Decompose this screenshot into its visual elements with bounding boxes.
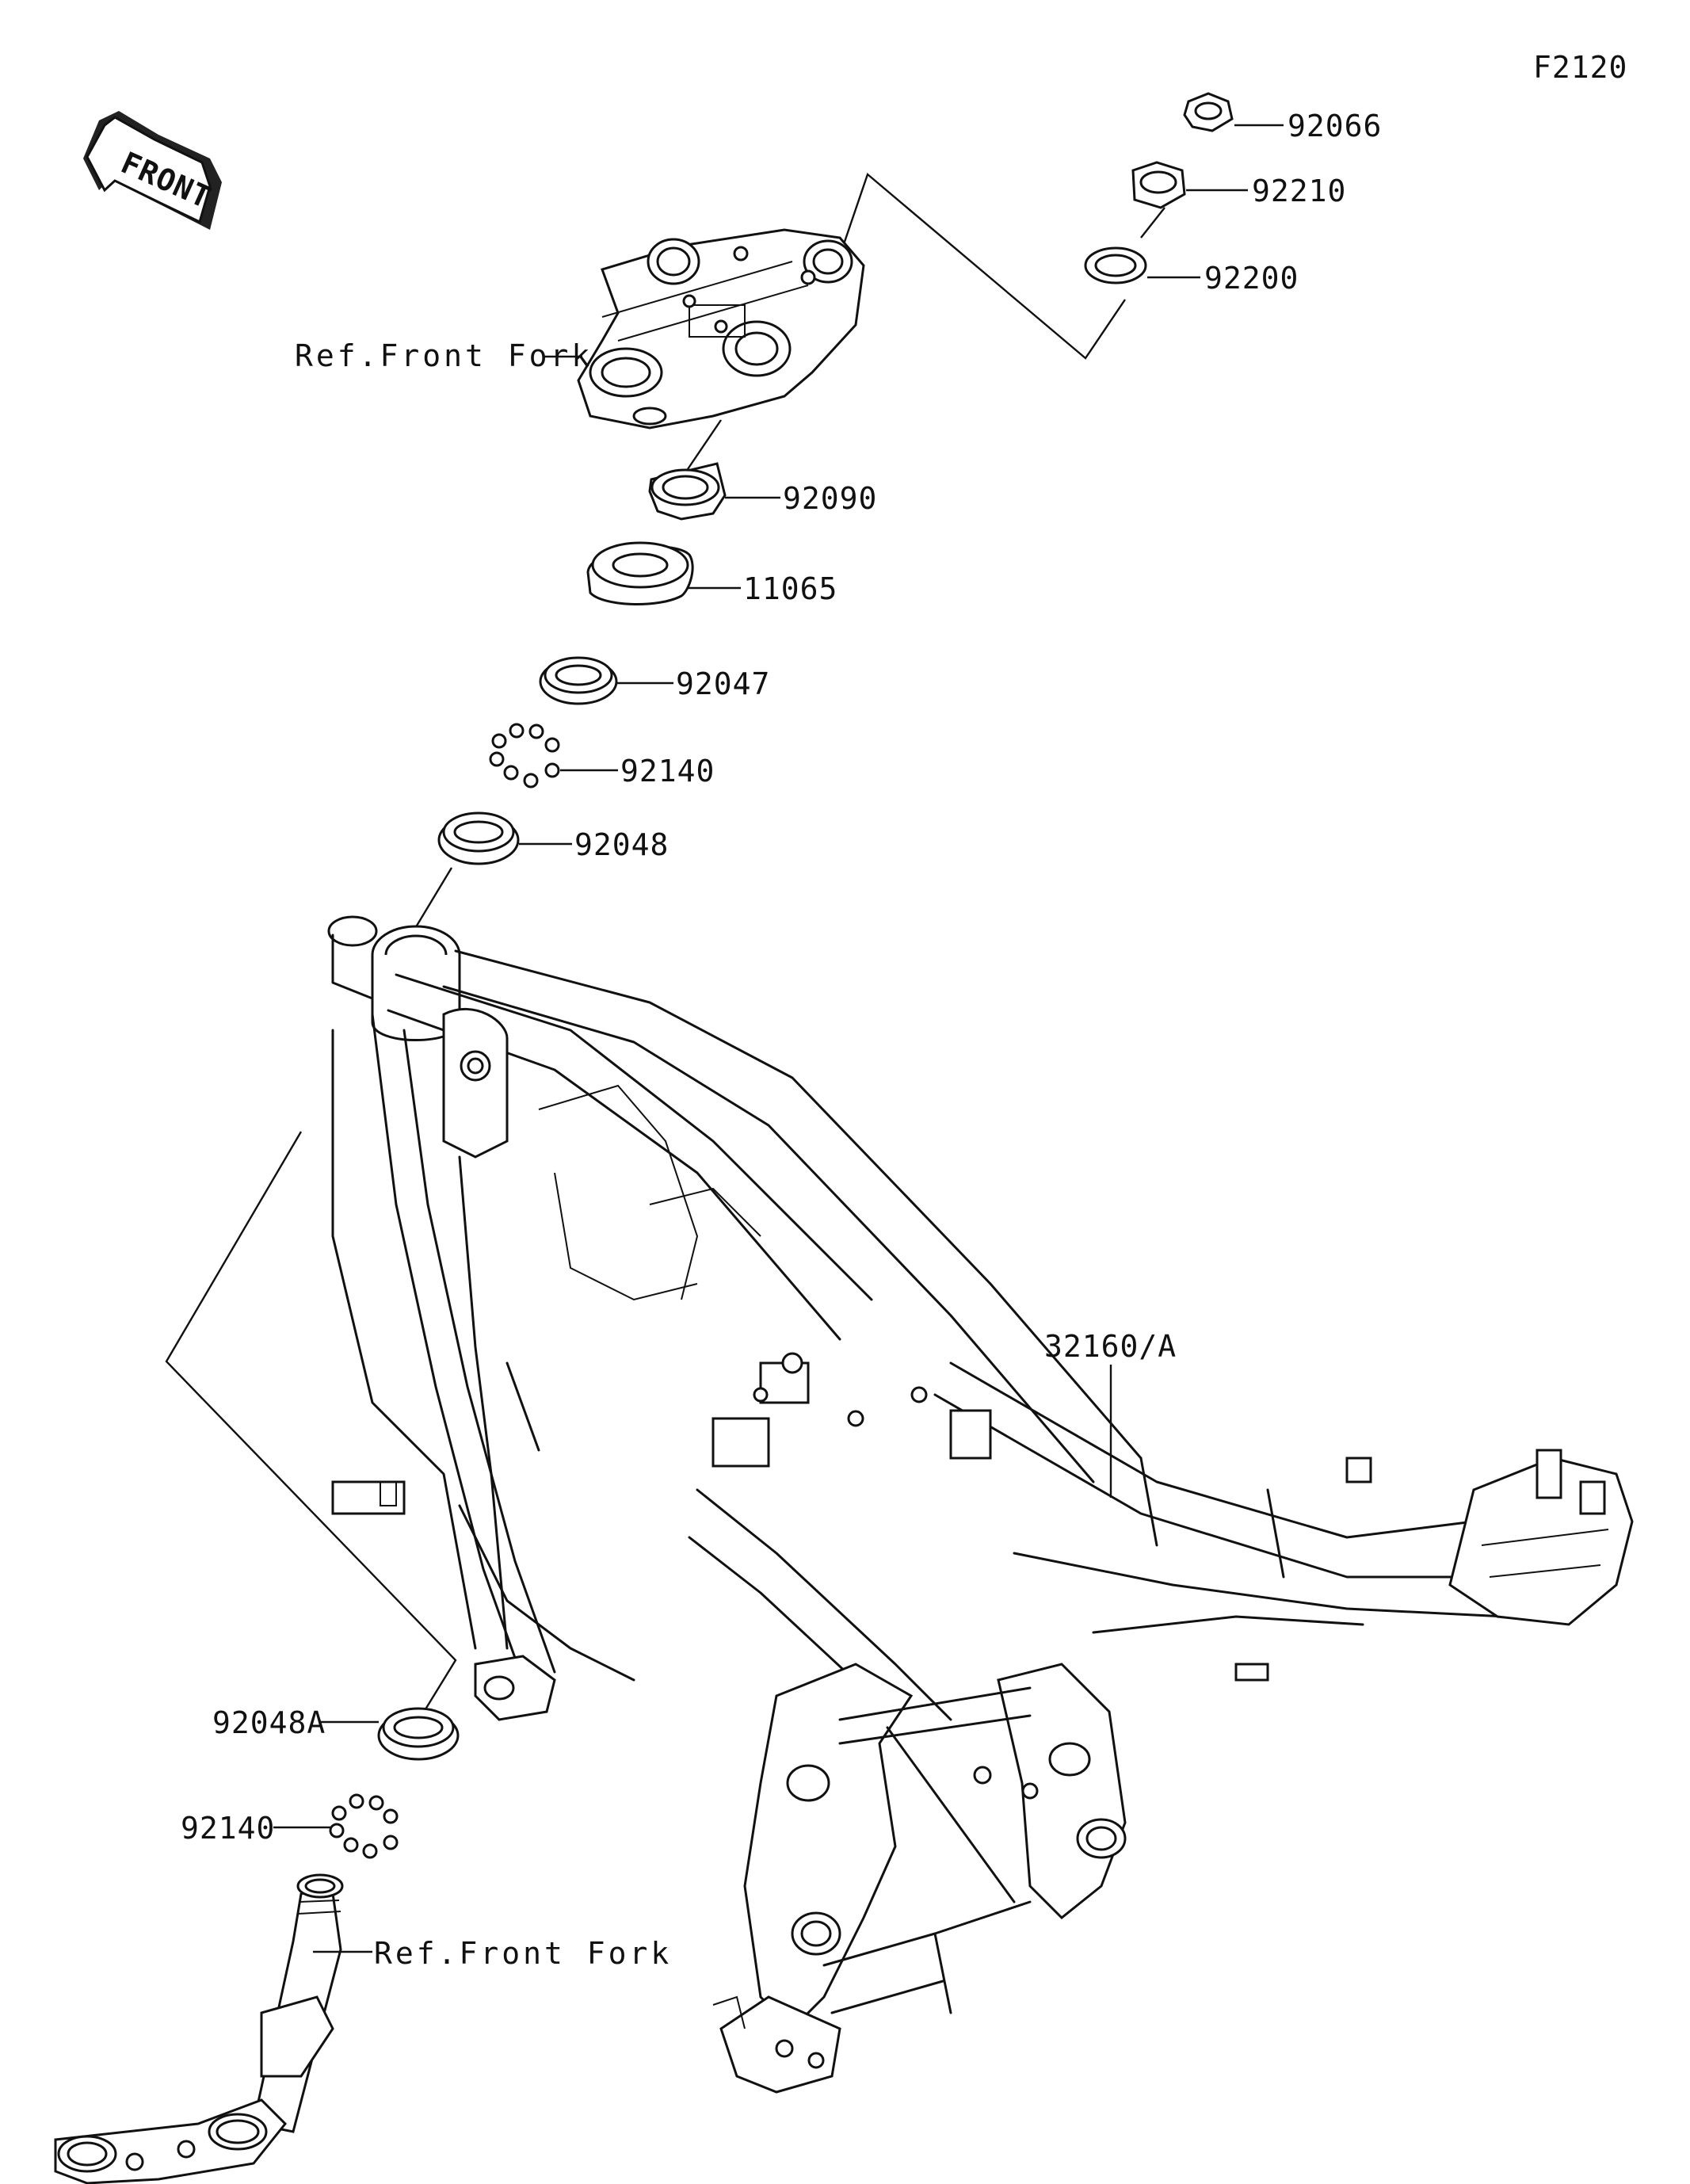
part-92090-nut: [648, 462, 727, 521]
label-11065: 11065: [743, 571, 837, 606]
label-32160A: 32160/A: [1044, 1329, 1177, 1364]
part-92047-race: [539, 656, 618, 705]
label-92140-lower: 92140: [181, 1811, 275, 1846]
part-92048A-race: [377, 1707, 460, 1761]
part-11065-cap: [586, 541, 694, 605]
label-92210: 92210: [1252, 174, 1346, 208]
part-92200-washer: [1084, 246, 1147, 284]
front-direction-arrow-icon: FRONT: [83, 111, 222, 230]
figure-code: F2120: [1533, 50, 1627, 85]
assembly-guide-head: [410, 867, 453, 934]
part-92140-balls-upper: [489, 723, 560, 788]
main-frame-32160A: [327, 915, 1634, 2094]
label-ref-front-fork-upper: Ref.Front Fork: [295, 338, 593, 373]
label-92200: 92200: [1204, 261, 1299, 296]
part-92066-nut: [1183, 92, 1234, 132]
label-92066: 92066: [1288, 109, 1382, 143]
label-92047: 92047: [676, 666, 770, 701]
assembly-guide-nut: [1140, 207, 1165, 239]
assembly-guide-lower: [165, 1131, 457, 1716]
assembly-guide-92090: [687, 419, 722, 470]
part-92210-nut: [1131, 161, 1186, 209]
label-92048A: 92048A: [212, 1705, 326, 1740]
part-92140-balls-lower: [329, 1793, 399, 1859]
lower-triple-clamp-stem: [54, 1873, 344, 2184]
label-92140-upper: 92140: [620, 754, 715, 788]
part-92048-race: [437, 811, 520, 865]
label-92048: 92048: [574, 827, 669, 862]
label-ref-front-fork-lower: Ref.Front Fork: [374, 1936, 672, 1971]
label-92090: 92090: [783, 481, 877, 516]
upper-triple-clamp: [577, 228, 865, 430]
